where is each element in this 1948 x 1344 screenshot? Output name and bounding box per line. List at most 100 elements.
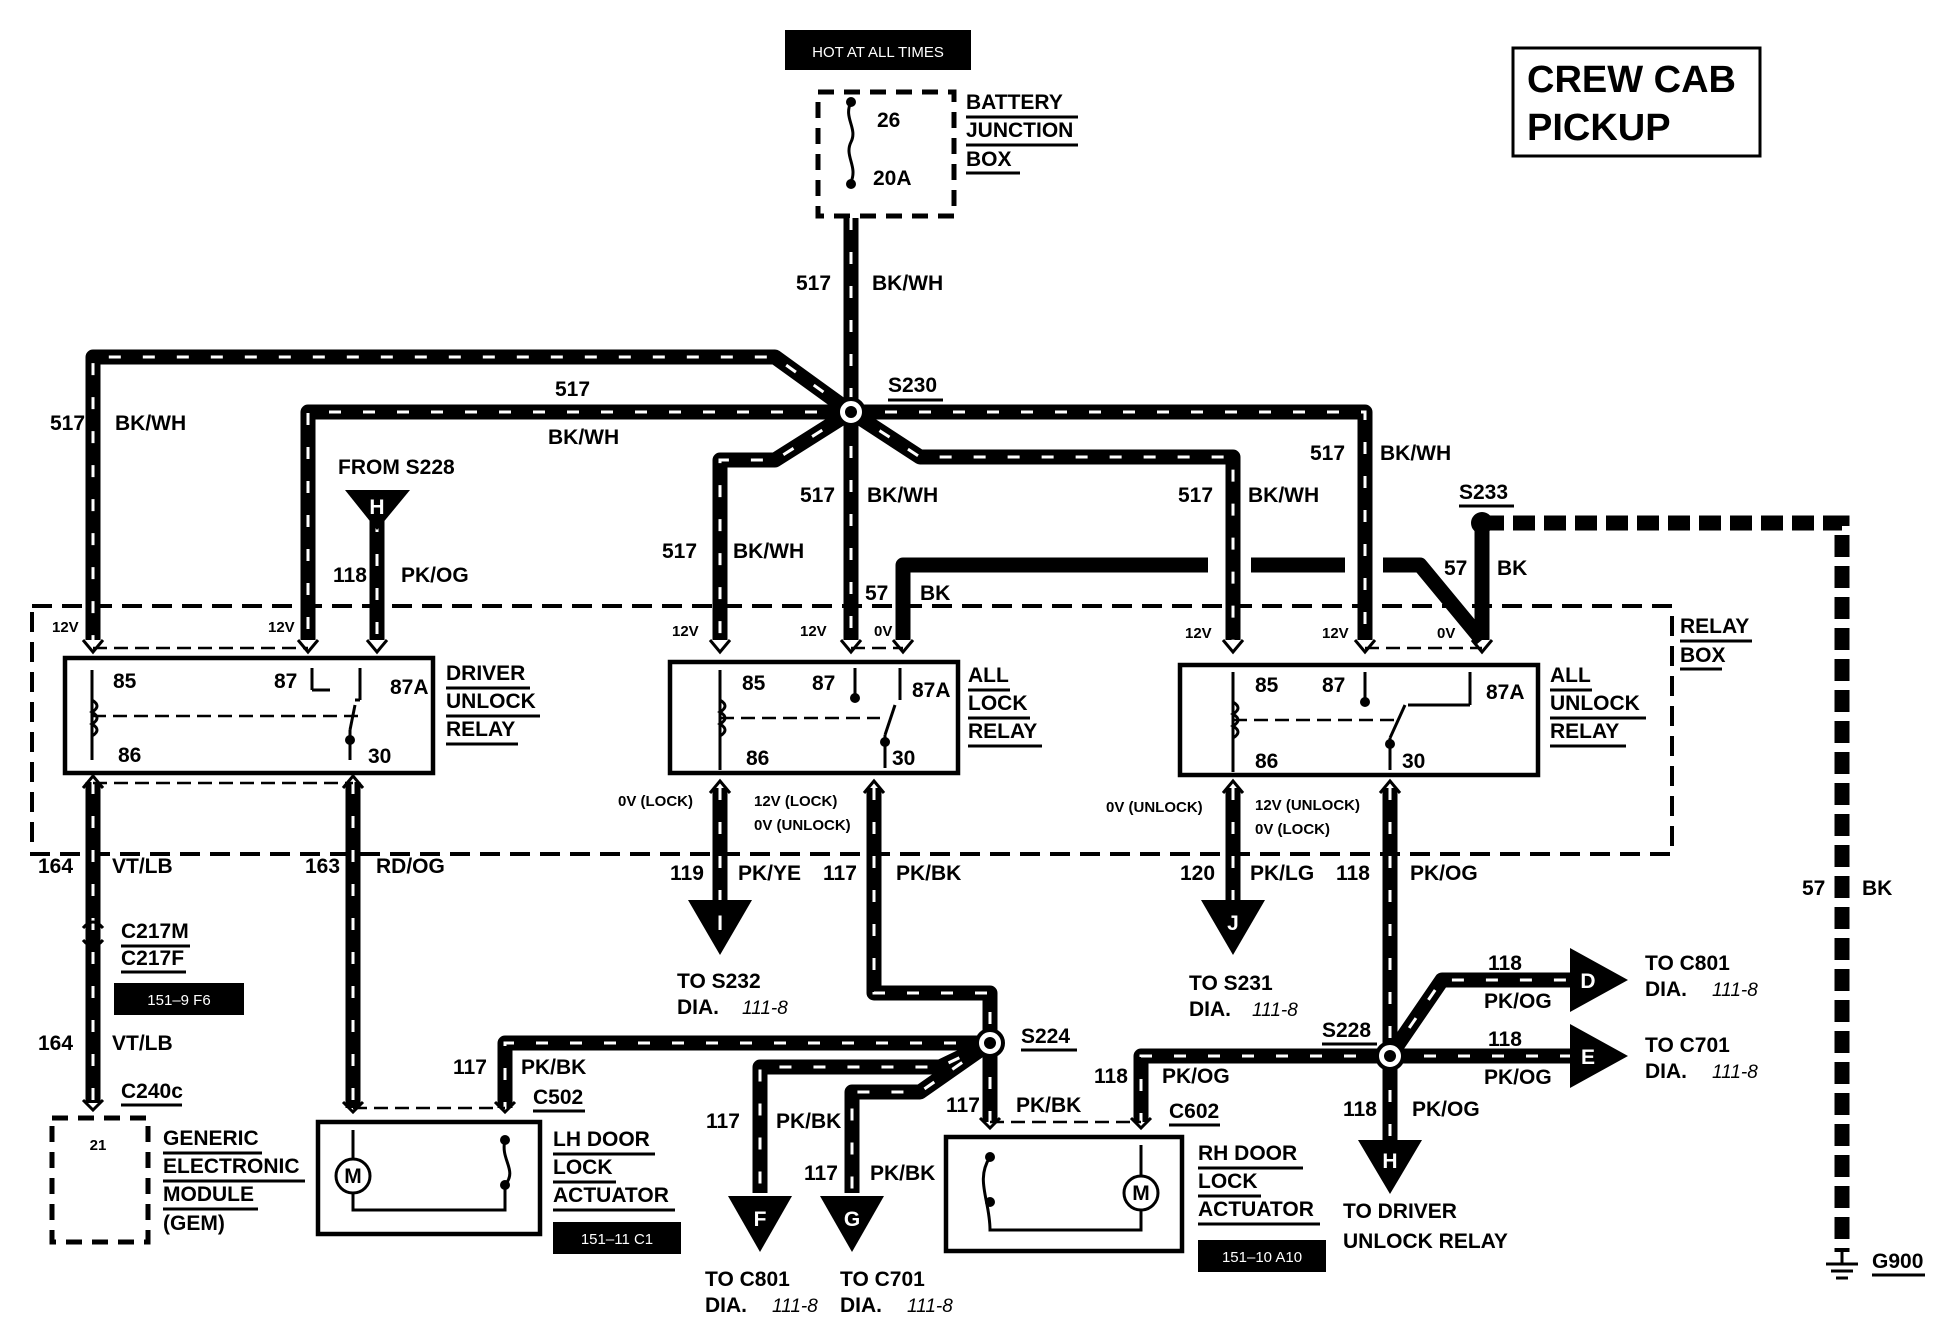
arrow-d: D TO C801 DIA. 111-8 — [1570, 948, 1758, 1012]
wire-517-unlock-87 — [851, 404, 1373, 640]
svg-text:517: 517 — [1310, 442, 1345, 465]
driver-unlock-relay: 85 87 87A 86 30 DRIVER UNLOCK RELAY — [62, 655, 540, 776]
motor-icon — [1122, 1174, 1160, 1212]
svg-text:UNLOCK RELAY: UNLOCK RELAY — [1343, 1230, 1508, 1253]
pin-30: 30 — [368, 745, 391, 768]
svg-text:0V (UNLOCK): 0V (UNLOCK) — [754, 817, 851, 834]
svg-text:BK/WH: BK/WH — [548, 426, 619, 449]
wire-labels: 517 BK/WH 517 BK/WH 517 BK/WH 517 BK/WH … — [38, 272, 1892, 1185]
svg-text:12V: 12V — [52, 619, 79, 636]
svg-text:BK/WH: BK/WH — [867, 484, 938, 507]
svg-text:HOT AT ALL TIMES: HOT AT ALL TIMES — [812, 44, 944, 61]
svg-text:LOCK: LOCK — [553, 1156, 613, 1179]
svg-text:12V: 12V — [672, 623, 699, 640]
svg-text:164: 164 — [38, 855, 73, 878]
fuse-number: 26 — [877, 109, 900, 132]
wire-117-main — [866, 788, 998, 1043]
relay-name-3: RELAY — [446, 718, 515, 741]
svg-text:117: 117 — [946, 1094, 980, 1117]
svg-text:DIA.: DIA. — [1189, 998, 1231, 1021]
relay-name-2: UNLOCK — [446, 690, 536, 713]
wire-57-link-dash2 — [1383, 557, 1488, 645]
arrow-e: E TO C701 DIA. 111-8 — [1570, 1024, 1758, 1088]
svg-text:PK/YE: PK/YE — [738, 862, 801, 885]
from-s228-label: FROM S228 — [338, 456, 455, 479]
svg-text:RD/OG: RD/OG — [376, 855, 445, 878]
arrow-g: G TO C701 DIA. 111-8 — [820, 1196, 953, 1317]
svg-text:111-8: 111-8 — [1252, 1000, 1298, 1021]
svg-text:BK/WH: BK/WH — [115, 412, 186, 435]
svg-text:0V (UNLOCK): 0V (UNLOCK) — [1106, 799, 1203, 816]
pin-86: 86 — [118, 744, 141, 767]
svg-text:C502: C502 — [533, 1086, 583, 1109]
svg-text:BK: BK — [920, 582, 950, 605]
svg-text:PK/LG: PK/LG — [1250, 862, 1314, 885]
svg-text:151–10 A10: 151–10 A10 — [1222, 1249, 1302, 1266]
svg-text:LOCK: LOCK — [1198, 1170, 1258, 1193]
svg-text:BK/WH: BK/WH — [733, 540, 804, 563]
svg-text:(GEM): (GEM) — [163, 1212, 225, 1235]
svg-text:TO C701: TO C701 — [1645, 1034, 1730, 1057]
svg-text:LH DOOR: LH DOOR — [553, 1128, 650, 1151]
svg-text:H: H — [369, 496, 384, 519]
svg-text:12V (UNLOCK): 12V (UNLOCK) — [1255, 797, 1360, 814]
title-line-1: CREW CAB — [1527, 59, 1736, 101]
svg-text:TO C801: TO C801 — [705, 1268, 790, 1291]
relay-box-label-1: RELAY — [1680, 615, 1749, 638]
arrow-j: J TO S231 DIA. 111-8 — [1189, 900, 1298, 1021]
connector-c602: C602 — [978, 1100, 1220, 1131]
svg-text:S233: S233 — [1459, 481, 1508, 504]
gem-pin: 21 — [90, 1137, 107, 1154]
svg-text:PK/BK: PK/BK — [521, 1056, 586, 1079]
connector-c217: C217M C217F 151–9 F6 — [81, 920, 244, 1015]
svg-text:118: 118 — [1488, 952, 1522, 975]
svg-text:DIA.: DIA. — [1645, 978, 1687, 1001]
pin-30: 30 — [1402, 750, 1425, 773]
svg-text:0V: 0V — [874, 623, 892, 640]
svg-text:111-8: 111-8 — [1712, 1062, 1758, 1083]
svg-text:12V: 12V — [1322, 625, 1349, 642]
pin-85: 85 — [1255, 674, 1279, 697]
svg-text:ELECTRONIC: ELECTRONIC — [163, 1155, 300, 1178]
arrow-h-driver-unlock: H TO DRIVER UNLOCK RELAY — [1343, 1140, 1508, 1253]
svg-text:TO DRIVER: TO DRIVER — [1343, 1200, 1457, 1223]
svg-text:M: M — [1132, 1182, 1150, 1205]
svg-text:DIA.: DIA. — [705, 1294, 747, 1317]
svg-text:PK/BK: PK/BK — [870, 1162, 935, 1185]
pin-87: 87 — [274, 670, 297, 693]
svg-text:VT/LB: VT/LB — [112, 1032, 173, 1055]
title-box: CREW CAB PICKUP — [1511, 46, 1762, 158]
svg-text:12V (LOCK): 12V (LOCK) — [754, 793, 837, 810]
svg-text:TO S231: TO S231 — [1189, 972, 1273, 995]
relay-name-3: RELAY — [1550, 720, 1619, 743]
pin-87a: 87A — [390, 676, 429, 699]
svg-text:VT/LB: VT/LB — [112, 855, 173, 878]
ground-label: G900 — [1872, 1250, 1923, 1273]
svg-text:MODULE: MODULE — [163, 1183, 254, 1206]
svg-text:D: D — [1580, 970, 1595, 993]
pin-87a: 87A — [912, 679, 951, 702]
generic-electronic-module: 21 GENERIC ELECTRONIC MODULE (GEM) — [49, 1115, 305, 1245]
svg-text:C217F: C217F — [121, 947, 184, 970]
svg-text:151–9 F6: 151–9 F6 — [147, 992, 210, 1009]
pin-87a: 87A — [1486, 681, 1525, 704]
fuse-icon — [847, 101, 855, 183]
svg-text:111-8: 111-8 — [907, 1296, 953, 1317]
wire-57-link — [895, 557, 1208, 640]
relay-name-1: DRIVER — [446, 662, 525, 685]
splice-s230: S230 — [836, 374, 943, 427]
svg-text:0V (LOCK): 0V (LOCK) — [618, 793, 693, 810]
svg-text:TO S232: TO S232 — [677, 970, 761, 993]
svg-text:517: 517 — [662, 540, 697, 563]
svg-text:118: 118 — [333, 564, 367, 587]
svg-text:117: 117 — [823, 862, 857, 885]
pin-86: 86 — [1255, 750, 1278, 773]
relay-name-1: ALL — [1550, 664, 1591, 687]
pin-87: 87 — [812, 672, 835, 695]
connector-c502: C502 — [341, 1086, 585, 1115]
pin-85: 85 — [113, 670, 137, 693]
wires — [85, 218, 1850, 1252]
svg-text:TO C701: TO C701 — [840, 1268, 925, 1291]
svg-text:12V: 12V — [268, 619, 295, 636]
splice-s233: S233 — [1459, 481, 1514, 534]
